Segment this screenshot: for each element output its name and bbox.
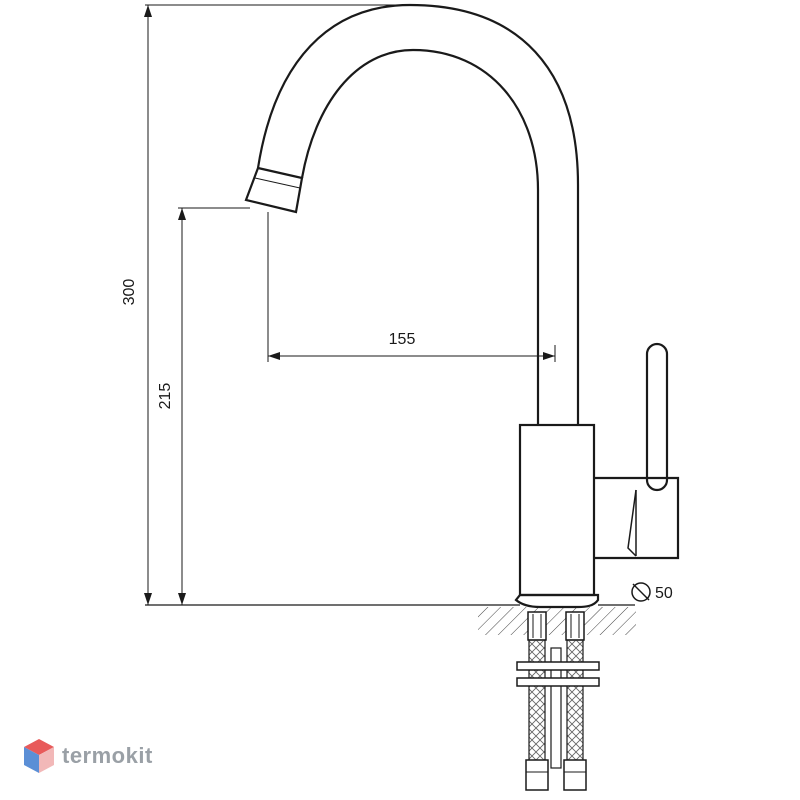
- dimension-spout-height: 215: [157, 207, 250, 605]
- diameter-icon: [631, 582, 651, 602]
- dimension-base-diameter: 50: [631, 582, 673, 602]
- watermark-text: termokit: [62, 743, 153, 768]
- dimension-total-height: 300: [121, 4, 410, 605]
- dimension-spout-reach-label: 155: [389, 331, 416, 348]
- faucet-body: [244, 3, 680, 609]
- dimension-base-diameter-label: 50: [655, 585, 673, 602]
- supply-hoses: [516, 611, 600, 791]
- cube-logo-icon: [24, 739, 54, 773]
- dimension-spout-height-label: 215: [157, 383, 174, 410]
- watermark-logo: termokit: [22, 736, 153, 776]
- countertop: [145, 604, 636, 635]
- dimension-total-height-label: 300: [121, 279, 138, 306]
- dimension-spout-reach: 155: [267, 212, 556, 362]
